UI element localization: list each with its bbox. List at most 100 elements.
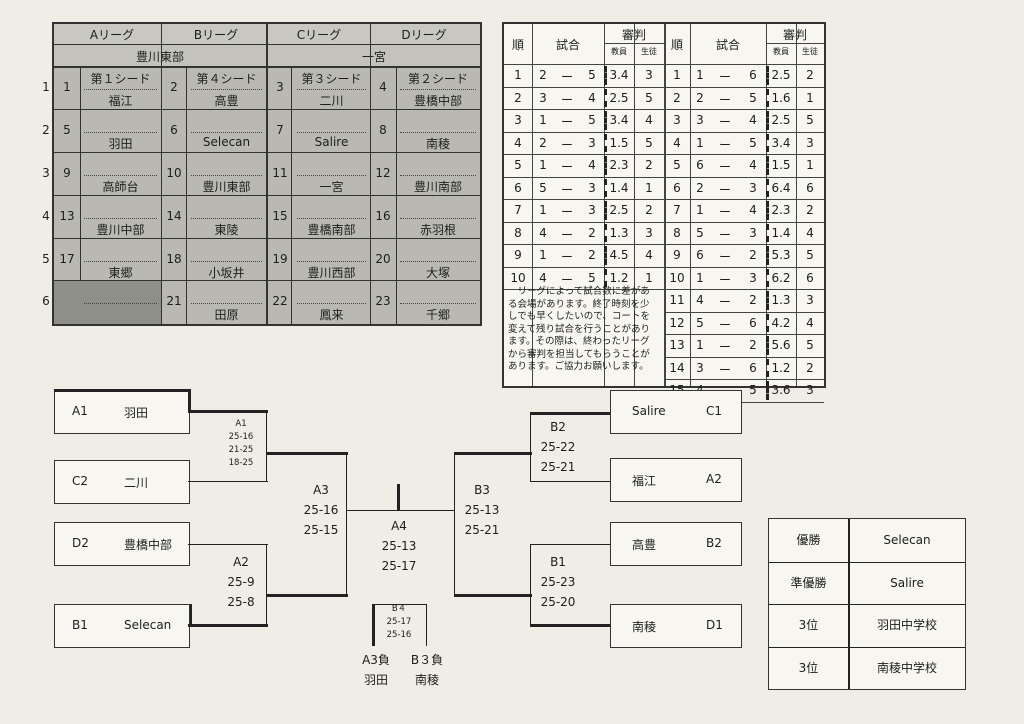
dashed-divider bbox=[766, 201, 769, 220]
schedule-cell: ー bbox=[560, 137, 573, 152]
grid-line bbox=[664, 334, 824, 335]
team-name: 南稜 bbox=[632, 620, 657, 634]
schedule-cell: ー bbox=[560, 272, 573, 287]
bracket-line bbox=[454, 452, 532, 455]
schedule-cell: 4 bbox=[749, 113, 757, 127]
match-score: 18-25 bbox=[228, 458, 254, 468]
schedule-cell: 3 bbox=[539, 90, 547, 105]
schedule-cell: 3 bbox=[749, 180, 757, 195]
referee-header: 審判 bbox=[782, 28, 807, 42]
match-score: A4 bbox=[391, 519, 407, 533]
match-score: 25-16 bbox=[303, 503, 339, 517]
seed-number: 15 bbox=[272, 209, 288, 223]
dotted-separator bbox=[84, 261, 157, 262]
dashed-divider bbox=[766, 178, 769, 197]
seed-number: 12 bbox=[375, 166, 391, 180]
schedule-cell: 5 bbox=[749, 90, 757, 105]
dotted-separator bbox=[297, 132, 366, 133]
dashed-divider bbox=[766, 268, 769, 287]
grid-line bbox=[532, 24, 533, 386]
schedule-cell: ー bbox=[718, 250, 731, 264]
seed-label: 第１シード bbox=[90, 72, 151, 86]
schedule-cell: ー bbox=[718, 227, 731, 242]
team-name: 千郷 bbox=[425, 308, 450, 322]
dashed-divider bbox=[766, 246, 769, 265]
schedule-cell: 5 bbox=[696, 315, 704, 330]
schedule-cell: 3 bbox=[588, 203, 596, 217]
schedule-cell: 2.5 bbox=[609, 90, 629, 105]
dashed-divider bbox=[766, 291, 769, 310]
dotted-separator bbox=[191, 261, 262, 262]
schedule-cell: 2 bbox=[539, 135, 547, 150]
dotted-separator bbox=[297, 261, 366, 262]
bracket-line bbox=[372, 604, 426, 605]
schedule-cell: 2.5 bbox=[771, 113, 791, 127]
dotted-separator bbox=[84, 132, 157, 133]
third-right-label: B３負 bbox=[410, 653, 444, 667]
schedule-cell: 2.5 bbox=[609, 203, 629, 217]
dashed-divider bbox=[766, 111, 769, 130]
grid-line bbox=[769, 604, 965, 605]
dashed-divider bbox=[604, 66, 607, 85]
bracket-line bbox=[397, 484, 400, 510]
schedule-cell: ー bbox=[718, 317, 731, 332]
team-name: 一宮 bbox=[319, 180, 344, 194]
team-seed: A2 bbox=[706, 472, 722, 486]
schedule-cell: 4 bbox=[806, 225, 814, 240]
team-box-right bbox=[610, 390, 742, 434]
schedule-cell: 2 bbox=[645, 158, 653, 172]
team-box-right bbox=[610, 522, 742, 566]
schedule-cell: ー bbox=[560, 70, 573, 84]
schedule-cell: 1.2 bbox=[609, 270, 629, 285]
team-name: 豊川南部 bbox=[413, 180, 462, 194]
venue-2: 一宮 bbox=[361, 50, 386, 64]
dotted-separator bbox=[400, 89, 476, 90]
schedule-cell: 5 bbox=[806, 338, 814, 352]
placement-label: 優勝 bbox=[796, 533, 821, 547]
schedule-cell: 5 bbox=[673, 158, 681, 172]
schedule-cell: 5 bbox=[749, 135, 757, 150]
match-score: A1 bbox=[235, 419, 247, 429]
schedule-cell: ー bbox=[560, 205, 573, 219]
team-name: 豊橋中部 bbox=[413, 94, 462, 108]
seed-number: 18 bbox=[166, 252, 182, 266]
dotted-separator bbox=[191, 175, 262, 176]
grid-line bbox=[504, 109, 824, 110]
schedule-cell: 6.4 bbox=[771, 180, 791, 195]
bracket-line bbox=[266, 452, 348, 455]
dotted-separator bbox=[297, 218, 366, 219]
schedule-cell: 1.5 bbox=[609, 135, 629, 150]
grid-line bbox=[504, 244, 824, 245]
match-score: 25-16 bbox=[386, 630, 412, 640]
team-name: Salire bbox=[314, 135, 349, 149]
schedule-cell: ー bbox=[718, 362, 731, 377]
schedule-cell: 1 bbox=[696, 270, 704, 285]
schedule-cell: 2.3 bbox=[609, 158, 629, 172]
schedule-cell: 7 bbox=[673, 203, 681, 217]
grid-line bbox=[504, 221, 824, 223]
schedule-cell: 2.5 bbox=[771, 68, 791, 82]
schedule-cell: 1.5 bbox=[771, 158, 791, 172]
schedule-cell: 4 bbox=[749, 158, 757, 172]
team-name: 赤羽根 bbox=[419, 223, 456, 237]
schedule-cell: 3 bbox=[645, 225, 653, 240]
schedule-cell: 3 bbox=[588, 180, 596, 195]
dotted-separator bbox=[84, 175, 157, 176]
schedule-cell: 5 bbox=[806, 248, 814, 262]
dotted-separator bbox=[84, 218, 157, 219]
referee-schedule-table: 順試合審判教員生徒順試合審判教員生徒11ー62.5222ー51.6133ー42.… bbox=[502, 22, 826, 403]
grid-line bbox=[504, 86, 824, 88]
seed-number: 22 bbox=[272, 294, 288, 308]
schedule-cell: 3 bbox=[588, 135, 596, 150]
seed-number: 16 bbox=[375, 209, 391, 223]
schedule-cell: 6 bbox=[749, 315, 757, 330]
grid-line bbox=[664, 24, 666, 386]
match-score: 25-23 bbox=[540, 575, 576, 589]
league-header-c: Cリーグ bbox=[296, 28, 342, 42]
schedule-cell: 6 bbox=[806, 270, 814, 285]
placement-label: 3位 bbox=[798, 660, 819, 675]
dashed-divider bbox=[604, 201, 607, 220]
schedule-cell: 3.4 bbox=[609, 68, 629, 82]
schedule-cell: 5 bbox=[696, 225, 704, 240]
dashed-divider bbox=[766, 313, 769, 332]
